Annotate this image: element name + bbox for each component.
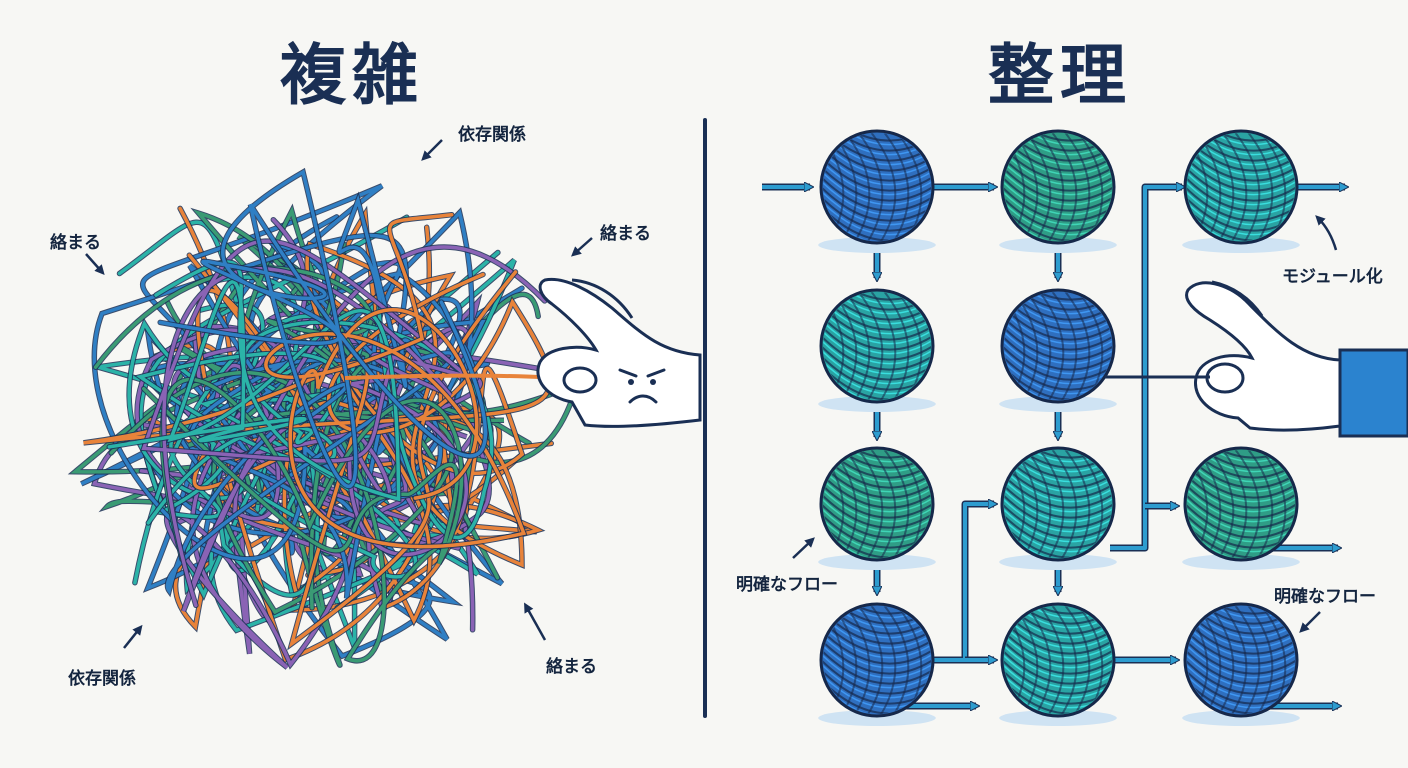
yarn-ball — [999, 446, 1117, 570]
tangled-threads — [67, 167, 581, 670]
yarn-ball — [818, 446, 936, 570]
ball-shadow — [999, 554, 1117, 570]
ball-body — [819, 446, 935, 562]
thread — [136, 305, 494, 540]
pulling-hand-icon — [344, 277, 702, 428]
ball-shadow — [999, 237, 1117, 253]
tangle-label-bottom: 絡まる — [546, 657, 597, 677]
yarn-ball — [999, 288, 1117, 412]
thread — [83, 270, 552, 648]
tangle-label-left: 絡まる — [50, 233, 101, 253]
complex-title: 複雑 — [280, 37, 424, 114]
thread — [107, 260, 401, 502]
ball-shadow — [1182, 710, 1300, 726]
ball-body — [1000, 446, 1116, 562]
dependency-label-top: 依存関係 — [458, 125, 526, 145]
flow-arrow — [933, 504, 994, 662]
thread — [158, 169, 488, 489]
thread — [142, 377, 464, 565]
ball-body — [1183, 602, 1299, 718]
dependency-label-bottom: 依存関係 — [68, 669, 136, 689]
ball-body — [1183, 446, 1299, 562]
clear-flow-label-right: 明確なフロー — [1274, 587, 1376, 607]
yarn-ball — [818, 129, 936, 253]
yarn-ball — [999, 129, 1117, 253]
ball-body — [1000, 602, 1116, 718]
flow-arrow — [1110, 187, 1182, 550]
yarn-ball — [818, 602, 936, 726]
ball-body — [819, 288, 935, 404]
thread — [264, 212, 527, 549]
organized-title: 整理 — [988, 37, 1132, 114]
modularization-label: モジュール化 — [1282, 267, 1383, 287]
ball-body — [819, 602, 935, 718]
ball-shadow — [1182, 237, 1300, 253]
thread — [165, 217, 359, 669]
ball-shadow — [999, 396, 1117, 412]
ball-body — [819, 129, 935, 245]
yarn-ball — [1182, 129, 1300, 253]
ball-shadow — [818, 396, 936, 412]
yarn-ball — [818, 288, 936, 412]
label-arrows — [85, 139, 1338, 649]
ball-shadow — [818, 237, 936, 253]
ball-body — [1183, 129, 1299, 245]
clear-flow-label-left: 明確なフロー — [736, 575, 838, 595]
yarn-ball — [999, 602, 1117, 726]
ball-shadow — [999, 710, 1117, 726]
module-hand-icon — [1105, 280, 1408, 438]
ball-shadow — [818, 554, 936, 570]
ball-shadow — [1182, 554, 1300, 570]
ball-shadow — [818, 710, 936, 726]
yarn-ball-grid — [818, 129, 1300, 726]
tangle-label-right: 絡まる — [600, 224, 651, 244]
center-divider — [703, 118, 707, 718]
ball-body — [1000, 129, 1116, 245]
ball-body — [1000, 288, 1116, 404]
